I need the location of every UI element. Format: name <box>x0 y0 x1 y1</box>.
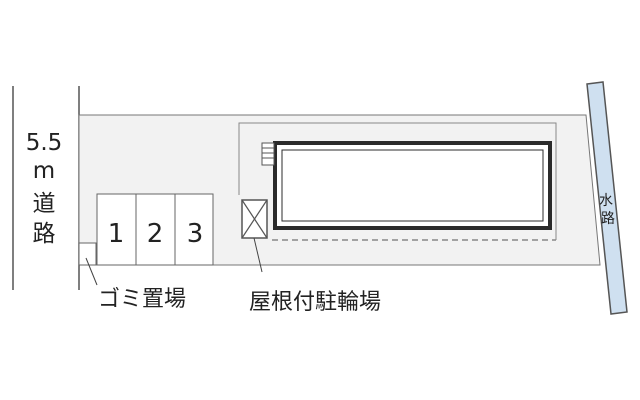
water-label-char: 路 <box>601 211 615 227</box>
garbage-label: ゴミ置場 <box>98 287 186 312</box>
garbage-area <box>78 242 97 266</box>
bicycle-parking-icon <box>241 199 268 239</box>
parking-space-number: 3 <box>187 219 204 249</box>
bicycle-parking-label: 屋根付駐輪場 <box>249 290 381 315</box>
garbage-leader-line <box>85 257 98 286</box>
parking-spaces: 1 2 3 <box>96 193 214 266</box>
building <box>273 141 552 230</box>
bicycle-leader-line <box>253 237 263 273</box>
water-label-char: 水 <box>599 193 613 209</box>
building-enclosure <box>238 122 557 240</box>
road-label-char: 路 <box>33 221 56 247</box>
road-label-char: 道 <box>33 191 56 217</box>
parking-area <box>96 193 214 266</box>
building-inner-outline <box>281 149 544 222</box>
stairs-icon <box>261 142 275 166</box>
water-channel <box>586 81 628 315</box>
parking-space-number: 2 <box>147 219 164 249</box>
parking-space-number: 1 <box>108 219 125 249</box>
road-label-unit: m <box>33 158 55 184</box>
road-label-width: 5.5 <box>26 130 63 156</box>
